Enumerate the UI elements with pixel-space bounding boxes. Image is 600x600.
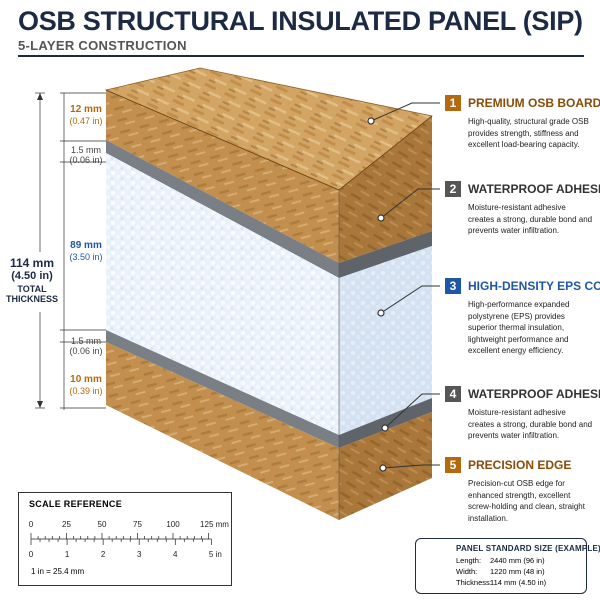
- ruler-in-label: 1: [65, 550, 70, 559]
- dim-eps-core: 89 mm (3.50 in): [64, 240, 108, 262]
- standard-size-title: PANEL STANDARD SIZE (EXAMPLE): [456, 544, 600, 553]
- callout-description: Moisture-resistant adhesive creates a st…: [468, 203, 593, 236]
- dim-eps-core-mm: 89 mm: [70, 240, 102, 251]
- ruler-mm-label: 50: [98, 520, 107, 529]
- standard-size-value: 114 mm (4.50 in): [490, 578, 547, 587]
- total-thickness: 114 mm (4.50 in) TOTAL THICKNESS: [2, 256, 62, 305]
- total-thickness-in: (4.50 in): [11, 270, 53, 283]
- ruler-mm-label: 125 mm: [200, 520, 229, 529]
- ruler-in-label: 5 in: [209, 550, 222, 559]
- callout-description: Precision-cut OSB edge for enhanced stre…: [468, 479, 585, 523]
- callout-number: 4: [445, 386, 461, 402]
- header-divider: [18, 55, 584, 57]
- standard-size-key: Length:: [456, 556, 482, 565]
- callout-title: WATERPROOF ADHESIVE: [468, 387, 600, 401]
- scale-ruler: 0 25 50 75 100 125 mm 0 1 2 3 4 5 in: [29, 520, 230, 559]
- dim-adhesive-bottom: 1.5 mm (0.06 in): [64, 336, 108, 357]
- ruler-in-label: 2: [101, 550, 106, 559]
- standard-size-key: Width:: [456, 567, 478, 576]
- dim-osb-top: 12 mm (0.47 in): [64, 104, 108, 126]
- dim-eps-core-in: (3.50 in): [69, 251, 103, 262]
- standard-size-key: Thickness:: [456, 578, 492, 587]
- standard-size-thickness: Thickness:114 mm (4.50 in): [456, 578, 546, 587]
- total-thickness-label-1: TOTAL: [17, 283, 47, 294]
- total-thickness-mm: 114 mm: [9, 256, 55, 270]
- callout-title: WATERPROOF ADHESIVE: [468, 182, 600, 196]
- ruler-mm-label: 0: [29, 520, 34, 529]
- total-thickness-label-2: THICKNESS: [5, 294, 58, 305]
- callout-number: 5: [445, 457, 461, 473]
- ruler-mm-label: 75: [133, 520, 142, 529]
- dim-osb-bottom-mm: 10 mm: [70, 374, 102, 385]
- dim-adhesive-bottom-mm: 1.5 mm: [70, 336, 101, 346]
- dim-adhesive-bottom-in: (0.06 in): [69, 346, 103, 357]
- dim-osb-bottom: 10 mm (0.39 in): [64, 374, 108, 396]
- callout-description: High-performance expanded polystyrene (E…: [468, 300, 570, 356]
- scale-note: 1 in = 25.4 mm: [31, 567, 85, 576]
- standard-size-width: Width: 1220 mm (48 in): [456, 567, 545, 576]
- ruler-in-label: 3: [137, 550, 142, 559]
- page-title: OSB STRUCTURAL INSULATED PANEL (SIP): [18, 6, 583, 36]
- callout-description: Moisture-resistant adhesive creates a st…: [468, 408, 593, 441]
- standard-size-length: Length: 2440 mm (96 in): [456, 556, 545, 565]
- ruler-in-label: 0: [29, 550, 34, 559]
- page-subtitle: 5-LAYER CONSTRUCTION: [18, 38, 187, 53]
- dim-osb-top-in: (0.47 in): [69, 115, 103, 126]
- panel-standard-size: PANEL STANDARD SIZE (EXAMPLE) Length: 244…: [415, 538, 600, 594]
- dim-adhesive-top-in: (0.06 in): [69, 155, 103, 166]
- dim-osb-top-mm: 12 mm: [70, 104, 102, 115]
- dim-adhesive-top: 1.5 mm (0.06 in): [64, 145, 108, 166]
- callout-title: HIGH-DENSITY EPS CORE: [468, 279, 600, 293]
- callout-number: 1: [445, 95, 461, 111]
- callout-title: PRECISION EDGE: [468, 458, 572, 472]
- standard-size-value: 2440 mm (96 in): [490, 556, 545, 565]
- callout-title: PREMIUM OSB BOARD: [468, 96, 600, 110]
- dim-adhesive-top-mm: 1.5 mm: [70, 145, 101, 155]
- scale-reference-title: SCALE REFERENCE: [29, 499, 123, 509]
- callout-description: High-quality, structural grade OSB provi…: [468, 117, 589, 150]
- callout-number: 3: [445, 278, 461, 294]
- ruler-mm-label: 25: [62, 520, 71, 529]
- standard-size-value: 1220 mm (48 in): [490, 567, 545, 576]
- callout-number: 2: [445, 181, 461, 197]
- ruler-mm-label: 100: [166, 520, 180, 529]
- ruler-in-label: 4: [173, 550, 178, 559]
- dim-osb-bottom-in: (0.39 in): [69, 385, 103, 396]
- scale-reference: SCALE REFERENCE 0 25 50 75 100 125 mm 0 1 2 3 4 5 …: [18, 492, 232, 586]
